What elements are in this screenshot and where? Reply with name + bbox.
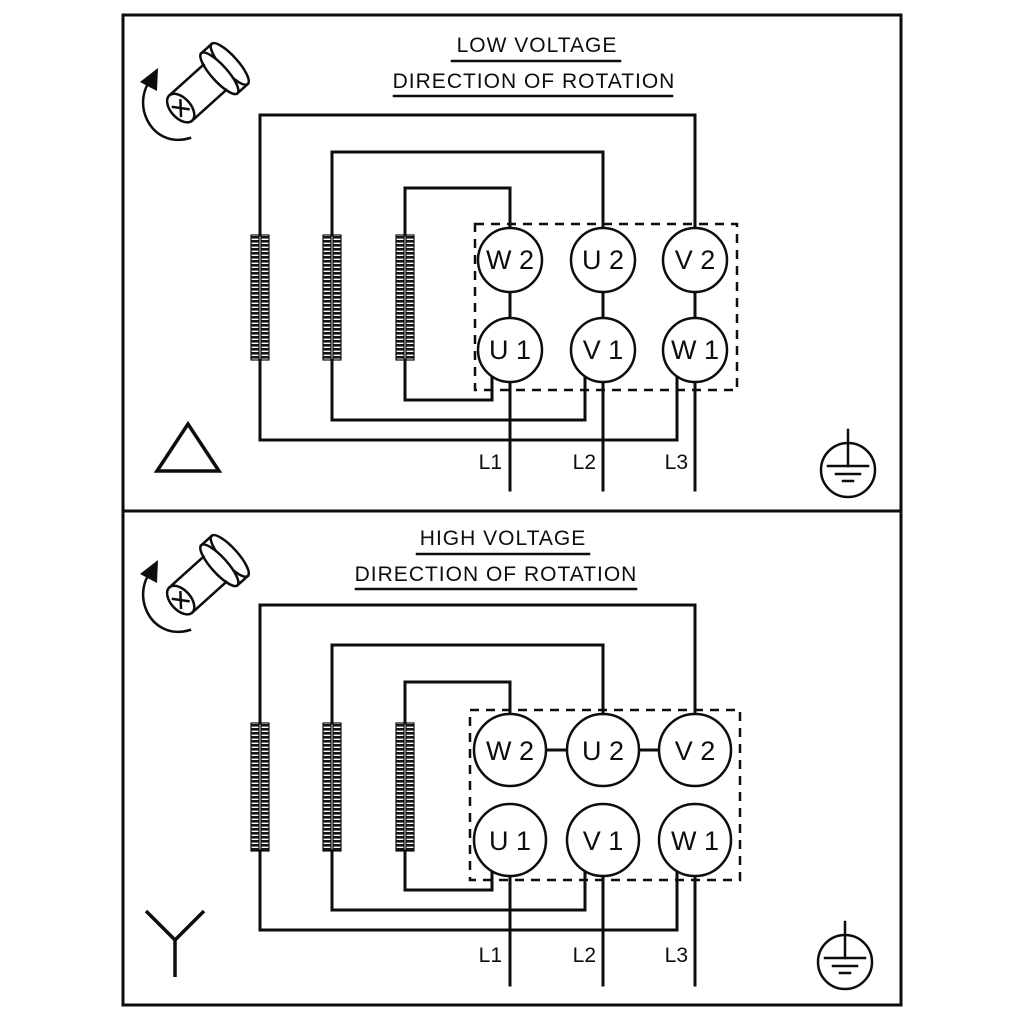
coil-3 — [395, 722, 415, 852]
terminal-u1: U 1 — [476, 316, 544, 384]
panel-low-voltage: LOW VOLTAGE DIRECTION OF ROTATION — [121, 13, 903, 513]
star-symbol-icon — [144, 909, 206, 977]
earth-icon — [819, 428, 877, 499]
delta-links — [508, 290, 697, 320]
panel-2-border — [121, 509, 903, 1007]
label-L3: L3 — [665, 451, 688, 474]
motor-rotation-icon-2 — [140, 533, 251, 634]
wiring-panel-1 — [258, 113, 697, 492]
terminal-u2: U 2 — [569, 226, 637, 294]
rotation-arrow-head-2 — [140, 560, 158, 583]
svg-text:U 2: U 2 — [582, 736, 624, 766]
coil-1 — [250, 234, 270, 361]
panel-1-title: LOW VOLTAGE — [457, 34, 618, 57]
terminal-board-outline-2 — [468, 708, 742, 882]
lead-labels-panel-1: L1 L2 L3 — [479, 451, 688, 474]
terminal-w2: W 2 — [476, 226, 544, 294]
terminal-v2: V 2 — [657, 712, 733, 788]
svg-text:U 2: U 2 — [582, 245, 624, 275]
label-L1: L1 — [479, 451, 502, 474]
svg-text:U 1: U 1 — [489, 335, 531, 365]
terminals-panel-2: W 2 U 2 V 2 U 1 V 1 W 1 — [472, 712, 733, 878]
motor-rotation-icon — [140, 41, 251, 142]
svg-text:V 2: V 2 — [675, 245, 716, 275]
svg-text:V 1: V 1 — [583, 826, 624, 856]
earth-icon-2 — [816, 920, 874, 991]
coil-2 — [322, 722, 342, 852]
svg-text:W 2: W 2 — [486, 245, 534, 275]
panel-2-subtitle: DIRECTION OF ROTATION — [355, 563, 638, 586]
lead-labels-panel-2: L1 L2 L3 — [479, 944, 688, 967]
terminal-w2: W 2 — [472, 712, 548, 788]
svg-text:W 1: W 1 — [671, 826, 719, 856]
terminal-w1: W 1 — [661, 316, 729, 384]
terminal-u2: U 2 — [565, 712, 641, 788]
terminal-w1: W 1 — [657, 802, 733, 878]
delta-symbol-icon — [153, 420, 223, 473]
label-L1: L1 — [479, 944, 502, 967]
terminal-v1: V 1 — [569, 316, 637, 384]
winding-coils — [250, 234, 415, 361]
rotation-arrow-head — [140, 68, 158, 91]
coil-2 — [322, 234, 342, 361]
winding-coils-2 — [250, 722, 415, 852]
svg-text:V 1: V 1 — [583, 335, 624, 365]
terminals-panel-1: W 2 U 2 V 2 U 1 V 1 W 1 — [476, 226, 729, 384]
terminal-board-outline — [473, 222, 739, 392]
panel-1-subtitle: DIRECTION OF ROTATION — [393, 70, 676, 93]
coil-3 — [395, 234, 415, 361]
coil-1 — [250, 722, 270, 852]
label-L2: L2 — [573, 451, 596, 474]
svg-text:W 1: W 1 — [671, 335, 719, 365]
terminal-u1: U 1 — [472, 802, 548, 878]
label-L2: L2 — [573, 944, 596, 967]
svg-text:W 2: W 2 — [486, 736, 534, 766]
label-L3: L3 — [665, 944, 688, 967]
terminal-v1: V 1 — [565, 802, 641, 878]
panel-2-title: HIGH VOLTAGE — [420, 527, 586, 550]
svg-text:V 2: V 2 — [675, 736, 716, 766]
terminal-v2: V 2 — [661, 226, 729, 294]
panel-high-voltage: HIGH VOLTAGE DIRECTION OF ROTATION — [121, 509, 903, 1007]
svg-text:U 1: U 1 — [489, 826, 531, 856]
